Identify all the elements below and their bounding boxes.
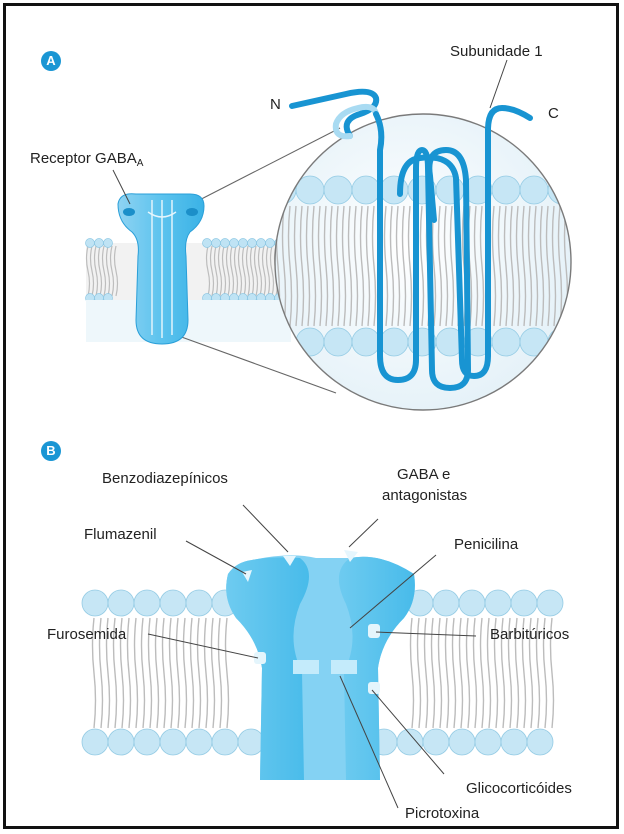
lipid-head — [160, 590, 186, 616]
barbituricos-label: Barbitúricos — [490, 626, 569, 643]
c-terminal-label: C — [548, 105, 559, 122]
lipid-tail — [460, 618, 463, 728]
lipid-head — [108, 590, 134, 616]
lipid-head — [160, 729, 186, 755]
lipid-head — [324, 328, 352, 356]
lipid-head — [423, 729, 449, 755]
flumazenil-label: Flumazenil — [84, 526, 157, 543]
lipid-head — [221, 239, 230, 248]
lipid-head — [238, 729, 264, 755]
lipid-head — [380, 328, 408, 356]
lipid-head — [511, 590, 537, 616]
lipid-tail — [467, 618, 470, 728]
lipid-head — [82, 590, 108, 616]
lipid-tail — [198, 618, 201, 728]
lipid-head — [324, 176, 352, 204]
picrotoxina-label: Picrotoxina — [405, 805, 479, 822]
lipid-head — [520, 328, 548, 356]
lipid-head — [266, 239, 275, 248]
lipid-tail — [163, 618, 166, 728]
lipid-head — [492, 176, 520, 204]
lipid-tail — [177, 618, 180, 728]
lipid-head — [501, 729, 527, 755]
lipid-tail — [418, 618, 421, 728]
lipid-head — [212, 729, 238, 755]
lipid-head — [230, 239, 239, 248]
lipid-head — [203, 239, 212, 248]
lipid-head — [459, 590, 485, 616]
lipid-head — [86, 239, 95, 248]
lipid-head — [352, 176, 380, 204]
lipid-head — [485, 590, 511, 616]
lipid-head — [436, 176, 464, 204]
membrane-strip-small — [86, 239, 293, 343]
lipid-head — [134, 590, 160, 616]
lipid-head — [186, 729, 212, 755]
gaba-line1-label: GABA e — [397, 466, 450, 483]
lipid-tail — [184, 618, 187, 728]
lipid-head — [186, 590, 212, 616]
lipid-head — [433, 590, 459, 616]
lipid-tail — [135, 618, 138, 728]
lipid-head — [248, 239, 257, 248]
lipid-head — [268, 176, 296, 204]
subunit-label: Subunidade 1 — [450, 43, 543, 60]
lipid-head — [352, 328, 380, 356]
lipid-head — [548, 328, 576, 356]
lipid-head — [537, 590, 563, 616]
lipid-head — [296, 328, 324, 356]
lipid-head — [239, 239, 248, 248]
receptor-subscript: A — [137, 158, 144, 169]
lipid-tail — [411, 618, 414, 728]
lipid-tail — [205, 618, 208, 728]
lipid-tail — [219, 618, 222, 728]
lipid-tail — [453, 618, 456, 728]
lipid-head — [527, 729, 553, 755]
lipid-tail — [212, 618, 215, 728]
lipid-head — [134, 729, 160, 755]
receptor-gaba-label: Receptor GABAA — [30, 150, 143, 172]
n-terminal-label: N — [270, 96, 281, 113]
lipid-head — [520, 176, 548, 204]
benzodiazepinicos-label: Benzodiazepínicos — [102, 470, 228, 487]
lipid-head — [104, 239, 113, 248]
lipid-head — [397, 729, 423, 755]
lipid-head — [449, 729, 475, 755]
leader-subunit — [490, 60, 507, 108]
furosemida-label: Furosemida — [47, 626, 126, 643]
lipid-head — [475, 729, 501, 755]
lipid-tail — [156, 618, 159, 728]
panel-a-badge: A — [41, 51, 61, 71]
lipid-head — [212, 239, 221, 248]
lipid-head — [257, 239, 266, 248]
lipid-head — [492, 328, 520, 356]
lipid-head — [82, 729, 108, 755]
lipid-tail — [481, 618, 484, 728]
lipid-tail — [170, 618, 173, 728]
lipid-tail — [191, 618, 194, 728]
lipid-head — [108, 729, 134, 755]
lipid-tail — [142, 618, 145, 728]
gaba-line2-label: antagonistas — [382, 487, 467, 504]
lipid-tail — [128, 618, 131, 728]
lipid-tail — [226, 618, 229, 728]
glicocorticoides-label: Glicocorticóides — [466, 780, 572, 797]
lipid-head — [95, 239, 104, 248]
lipid-tail — [474, 618, 477, 728]
penicilina-label: Penicilina — [454, 536, 518, 553]
panel-b-badge: B — [41, 441, 61, 461]
